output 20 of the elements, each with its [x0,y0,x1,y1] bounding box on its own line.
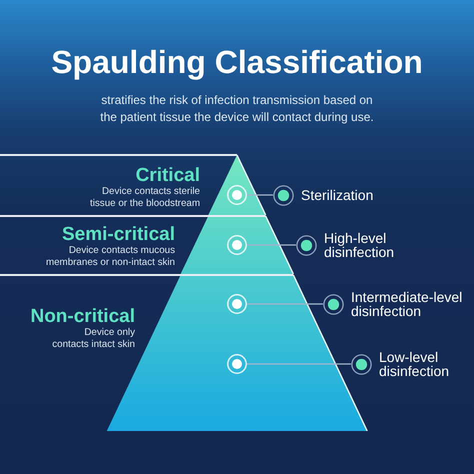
tier-description: Device contacts mucous membranes or non-intact skin [46,245,175,268]
level-label: Intermediate-level disinfection [351,288,462,319]
connector-line [247,363,351,365]
tier-description: Device only contacts intact skin [52,327,135,350]
ring-dot-icon [227,235,247,255]
tier-title: Non-critical [30,307,135,327]
ring-dot-icon [227,354,247,374]
connector-line [247,194,273,196]
subtitle: stratifies the risk of infection transmission based on the patient tissue the device will contact during use. [100,93,374,124]
ring-dot-icon [227,185,247,205]
connector-line [247,303,323,305]
tier-title: Critical [136,166,200,186]
level-label: Sterilization [301,186,374,203]
connector-line [247,244,296,246]
ring-dot-icon [227,294,247,314]
tier-description: Device contacts sterile tissue or the bloodstream [90,186,200,208]
level-label: Low-level disinfection [379,348,450,379]
level-label: High-level disinfection [324,230,394,260]
tier-title: Semi-critical [62,225,175,245]
title: Spaulding Classification [51,44,423,80]
